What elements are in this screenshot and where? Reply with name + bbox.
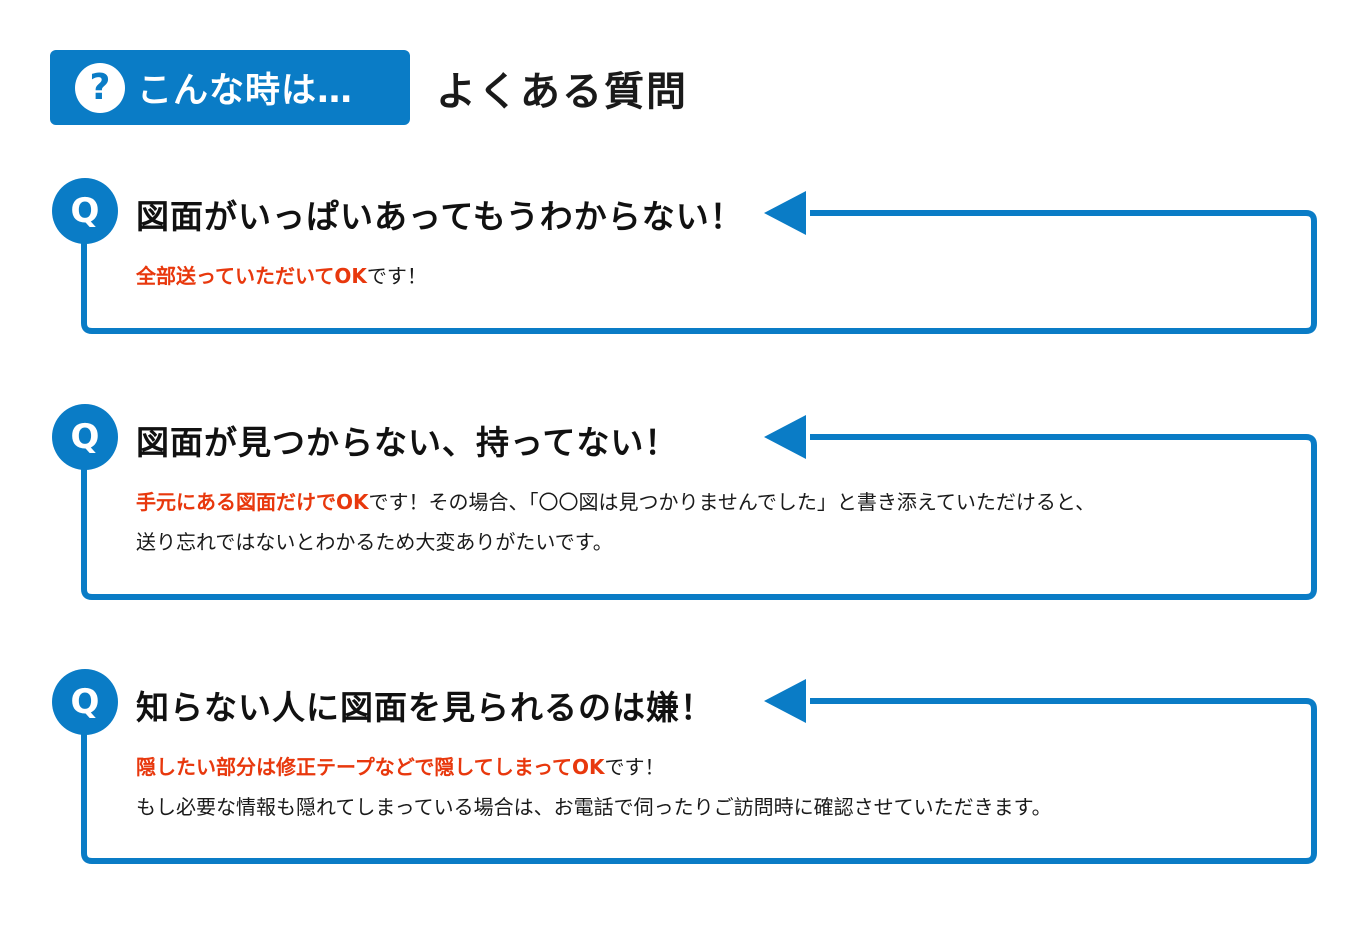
when-badge: ? こんな時は… [50,50,410,125]
arrow-frame [81,415,1317,600]
answer-line-2: 送り忘れではないとわかるため大変ありがたいです。 [136,530,613,554]
faq-item-1: Q 図面がいっぱいあってもうわからない！ 全部送っていただいてOKです！ [0,178,1366,378]
q-badge: Q [52,178,118,244]
arrow-frame [81,679,1317,864]
answer-rest: です！その場合、「〇〇図は見つかりませんでした」と書き添えていただけると、 [368,490,1096,514]
arrow-head-icon [764,679,806,723]
answer-rest: です！ [366,264,427,288]
arrow-frame [81,191,1317,334]
faq-item-3: Q 知らない人に図面を見られるのは嫌！ 隠したい部分は修正テープなどで隠してしま… [0,669,1366,869]
badge-label: こんな時は… [137,71,354,111]
question-text: 図面が見つからない、持ってない！ [136,423,679,462]
answer-text: 全部送っていただいてOKです！ [136,256,427,296]
answer-highlight: 手元にある図面だけでOK [136,490,369,514]
answer-text: 隠したい部分は修正テープなどで隠してしまってOKです！ もし必要な情報も隠れてし… [136,747,1052,827]
question-text: 知らない人に図面を見られるのは嫌！ [136,688,714,727]
answer-highlight: 全部送っていただいてOK [136,264,367,288]
question-text: 図面がいっぱいあってもうわからない！ [136,197,744,236]
question-mark-icon: ? [75,62,125,113]
faq-item-2: Q 図面が見つからない、持ってない！ 手元にある図面だけでOKです！その場合、「… [0,404,1366,604]
arrow-head-icon [764,415,806,459]
page-title: よくある質問 [436,68,688,115]
answer-line-1: 手元にある図面だけでOKです！その場合、「〇〇図は見つかりませんでした」と書き添… [136,482,1095,522]
answer-highlight: 隠したい部分は修正テープなどで隠してしまってOK [136,755,605,779]
q-badge: Q [52,669,118,735]
answer-rest: です！ [604,755,665,779]
faq-header: ? こんな時は… よくある質問 [50,50,688,125]
q-badge: Q [52,404,118,470]
answer-line-2: もし必要な情報も隠れてしまっている場合は、お電話で伺ったりご訪問時に確認させてい… [136,795,1052,819]
answer-text: 手元にある図面だけでOKです！その場合、「〇〇図は見つかりませんでした」と書き添… [136,482,1095,562]
arrow-head-icon [764,191,806,235]
answer-line-1: 隠したい部分は修正テープなどで隠してしまってOKです！ [136,747,1052,787]
